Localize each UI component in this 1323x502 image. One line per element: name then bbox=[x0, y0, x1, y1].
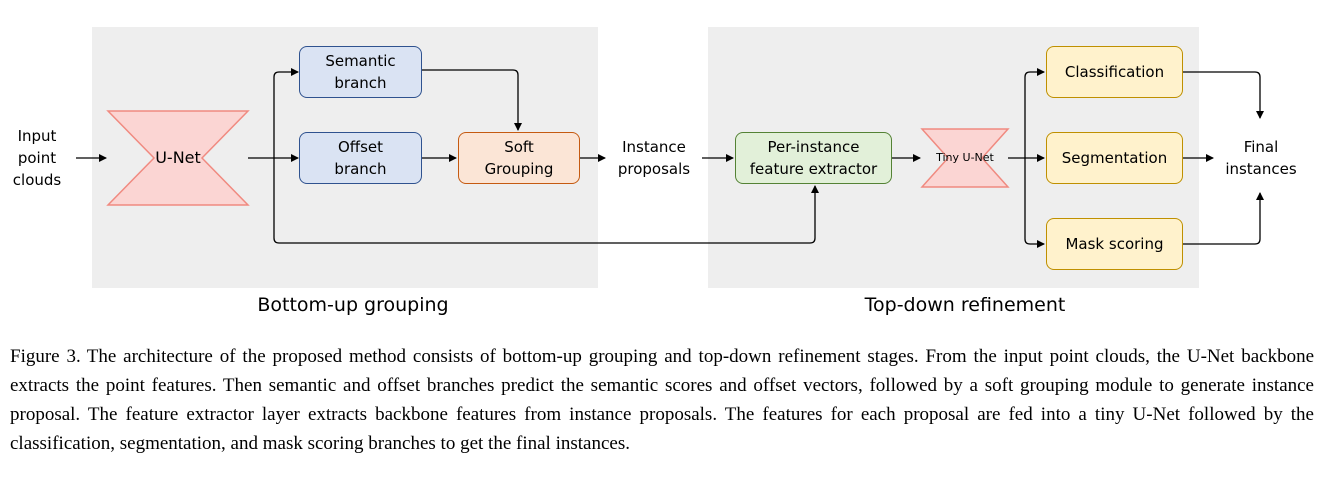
instance-proposals-label: Instance proposals bbox=[617, 138, 691, 178]
stage-label-top-down: Top-down refinement bbox=[864, 294, 1066, 316]
unet-label: U-Net bbox=[155, 148, 201, 167]
classification-box: Classification bbox=[1046, 46, 1183, 98]
input-point-clouds-label: Input point clouds bbox=[12, 127, 62, 189]
arrow-tinyunet-mask bbox=[1024, 158, 1045, 248]
arrow-unet-semantic bbox=[273, 68, 299, 158]
offset-branch-box: Offset branch bbox=[299, 132, 422, 184]
caption-label: Figure 3. bbox=[10, 346, 81, 367]
soft-grouping-box: Soft Grouping bbox=[458, 132, 580, 184]
final-instances-label: Final instances bbox=[1225, 138, 1297, 178]
figure-caption: Figure 3.The architecture of the propose… bbox=[10, 342, 1314, 458]
segmentation-box: Segmentation bbox=[1046, 132, 1183, 184]
arrow-classification-final bbox=[1183, 71, 1264, 119]
semantic-branch-box: Semantic branch bbox=[299, 46, 422, 98]
arrow-tinyunet-classification bbox=[1024, 68, 1045, 158]
stage-label-bottom-up: Bottom-up grouping bbox=[257, 294, 449, 316]
caption-text: The architecture of the proposed method … bbox=[10, 346, 1315, 454]
arrow-mask-final bbox=[1183, 192, 1264, 245]
feature-extractor-box: Per-instance feature extractor bbox=[735, 132, 892, 184]
tiny-unet-shape bbox=[920, 128, 1010, 188]
arrow-semantic-soft bbox=[422, 69, 522, 131]
unet-shape bbox=[106, 110, 250, 206]
arrow-unet-skip bbox=[273, 158, 819, 244]
mask-scoring-box: Mask scoring bbox=[1046, 218, 1183, 270]
tiny-unet-label: Tiny U-Net bbox=[936, 151, 994, 164]
diagram-connectors bbox=[76, 68, 1264, 248]
